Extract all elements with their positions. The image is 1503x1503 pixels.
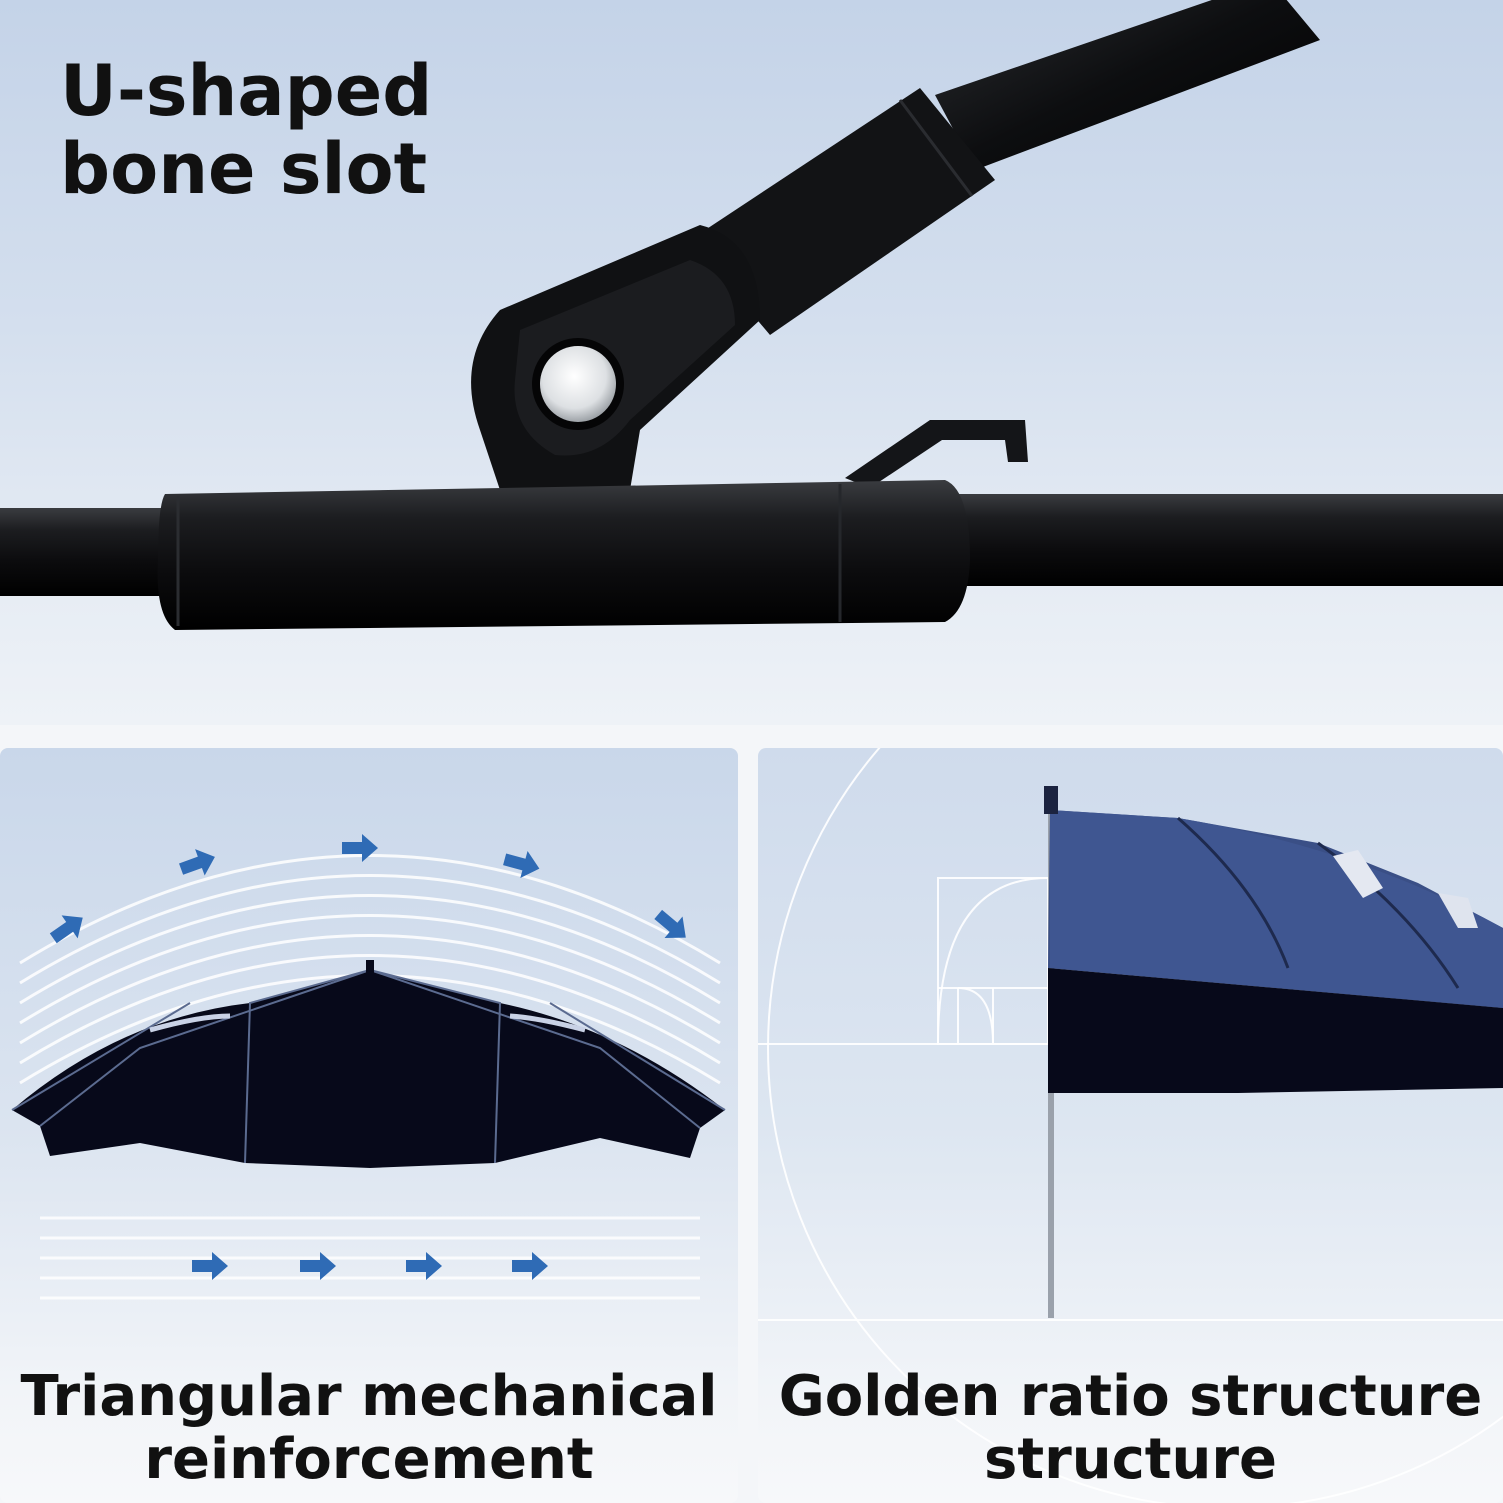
wind-arrow-icon	[49, 915, 83, 944]
bone-slot-illustration	[0, 0, 1503, 630]
wind-arrow-icon	[342, 834, 378, 862]
wind-arcs	[19, 854, 721, 1085]
left-caption: Triangular mechanical reinforcement	[0, 1364, 738, 1492]
top-heading: U-shaped bone slot	[60, 52, 580, 209]
left-caption-line-2: reinforcement	[144, 1426, 594, 1492]
left-caption-line-1: Triangular mechanical	[20, 1364, 718, 1429]
right-caption-line-2: structure	[983, 1426, 1277, 1492]
wind-arrow-icon	[654, 909, 686, 939]
wind-arrow-icon	[406, 1252, 442, 1280]
wind-arrow-icon	[192, 1252, 228, 1280]
wind-arrow-icon	[179, 849, 215, 876]
right-caption-line-1: Golden ratio structure	[778, 1364, 1483, 1429]
hinge-pin	[540, 346, 616, 422]
right-caption: Golden ratio structure structure	[758, 1364, 1503, 1492]
angled-rib	[690, 0, 1320, 335]
wind-arrow-icon	[300, 1252, 336, 1280]
golden-ratio-illustration	[758, 748, 1503, 1503]
right-panel: Golden ratio structure structure	[758, 748, 1503, 1503]
left-panel: Triangular mechanical reinforcement	[0, 748, 738, 1503]
umbrella-canopy	[11, 960, 726, 1168]
top-heading-line-1: U-shaped	[60, 50, 433, 132]
u-hook	[845, 420, 1028, 488]
wind-illustration	[11, 834, 726, 1300]
wind-arrow-icon	[503, 850, 540, 879]
top-panel: U-shaped bone slot	[0, 0, 1503, 725]
wind-arrow-icon	[512, 1252, 548, 1280]
horizontal-rod	[0, 480, 1503, 630]
top-heading-line-2: bone slot	[60, 128, 428, 211]
wind-streaks	[40, 1216, 700, 1300]
hinge-bracket	[471, 225, 760, 490]
umbrella-half-canopy	[1044, 786, 1503, 1093]
